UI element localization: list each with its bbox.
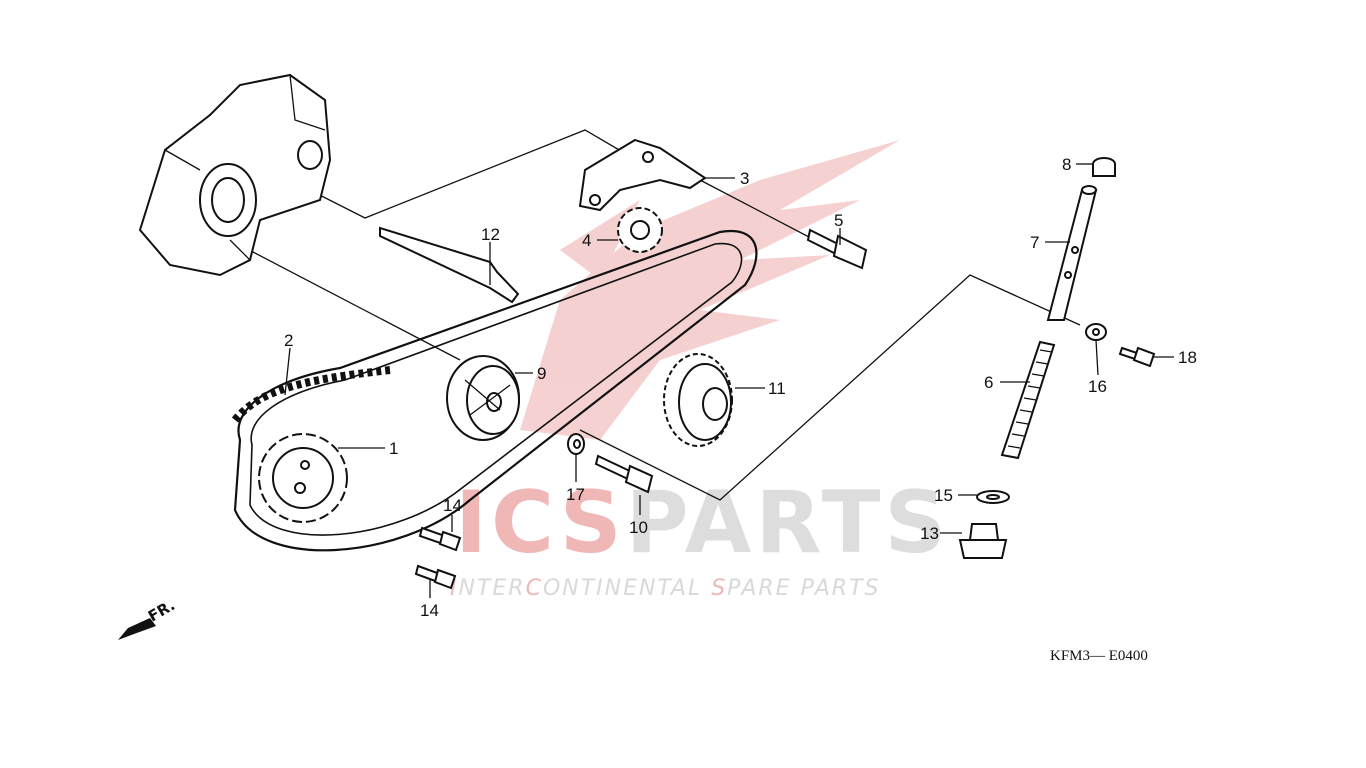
washer-15-part[interactable] [976,490,1010,504]
washer-17-part[interactable] [567,433,585,455]
callout-5: 5 [834,211,843,230]
bolt-10-part[interactable] [594,454,654,494]
watermark-tag-g2: ONTINENTAL [543,576,711,601]
callout-14b: 14 [420,601,439,620]
tensioner-tube-part[interactable] [1046,185,1098,321]
leader-lines [284,163,1174,598]
callout-12: 12 [481,225,500,244]
bolt-14a-part[interactable] [418,526,462,552]
callout-11: 11 [768,379,786,398]
svg-text:INTERCONTINENTAL SPARE PARTS: INTERCONTINENTAL SPARE PARTS [450,576,880,601]
watermark-tag-r3: S [711,576,727,601]
callout-3: 3 [740,169,749,188]
watermark-tag-r1: I [450,576,459,601]
small-sprocket-part[interactable] [617,207,663,253]
cam-chain-part[interactable] [231,229,758,552]
callout-4: 4 [582,231,591,250]
direction-arrow-icon [118,618,156,640]
crankcase-part[interactable] [138,73,332,277]
diagram-code: KFM3— E0400 [1050,648,1148,664]
callout-14a: 14 [443,496,462,515]
spring-part[interactable] [1000,340,1056,460]
callout-8: 8 [1062,155,1071,174]
watermark-tag-g1: NTER [459,576,526,601]
callout-17: 17 [566,485,585,504]
callout-16: 16 [1088,377,1107,396]
front-direction-indicator: FR. [118,596,178,640]
callout-15: 15 [934,486,953,505]
callout-18: 18 [1178,348,1197,367]
drive-sprocket-part[interactable] [258,433,348,523]
callout-10: 10 [629,518,648,537]
watermark-brand-grey: PARTS [626,473,951,573]
tensioner-wheel-part[interactable] [663,353,733,447]
callout-1: 1 [389,439,398,458]
watermark-tag-r2: C [526,576,543,601]
watermark-brand-red: ICS [455,473,626,573]
watermark-tag-g3: PARE PARTS [727,576,880,601]
guide-roller-part[interactable] [446,355,520,441]
plate-part[interactable] [578,138,707,212]
callout-7: 7 [1030,233,1039,252]
watermark: ICSPARTS INTERCONTINENTAL SPARE PARTS [450,473,950,601]
bolt-14b-part[interactable] [414,564,457,590]
washer-16-part[interactable] [1085,323,1107,341]
callout-6: 6 [984,373,993,392]
callout-2: 2 [284,331,293,350]
cap-bolt-8-part[interactable] [1092,157,1116,177]
plug-bolt-13-part[interactable] [958,523,1008,559]
shaft-part[interactable] [379,226,520,304]
bolt-5-part[interactable] [806,228,868,270]
bolt-18-part[interactable] [1118,346,1156,368]
svg-text:ICSPARTS: ICSPARTS [455,473,950,573]
callouts: 1 2 3 4 5 6 7 8 9 10 11 12 13 14 14 15 1… [284,155,1197,620]
callout-9: 9 [537,364,546,383]
callout-13: 13 [920,524,939,543]
